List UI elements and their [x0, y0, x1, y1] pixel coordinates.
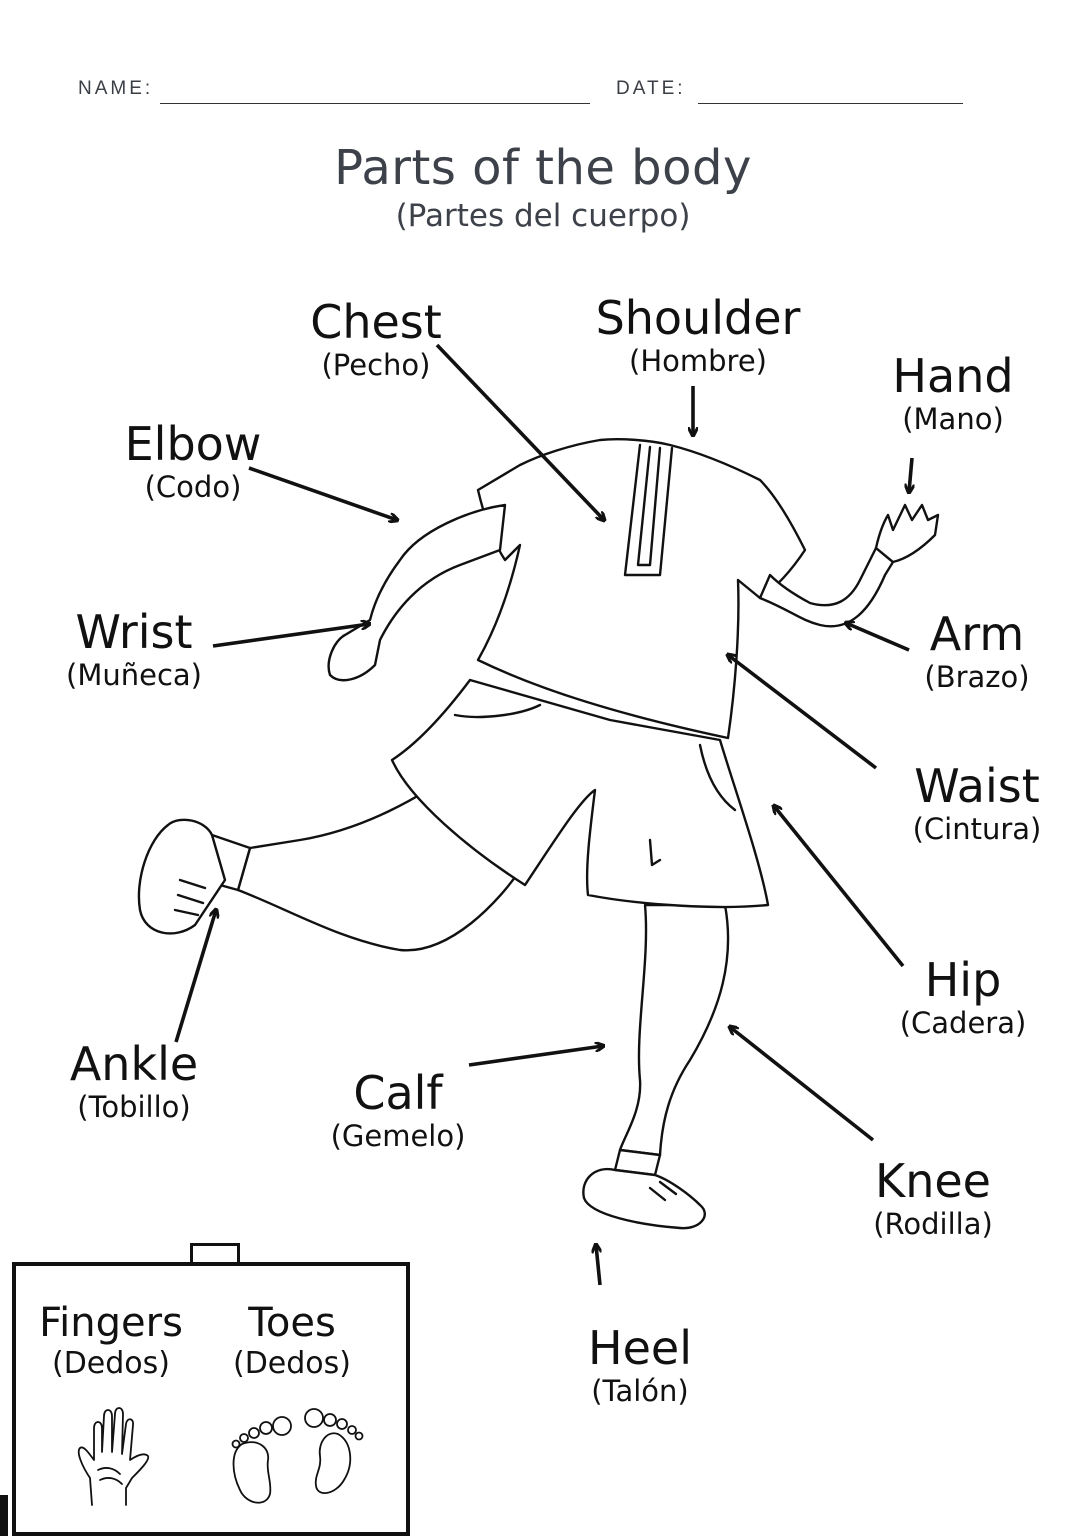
label-waist: Waist (Cintura) — [913, 760, 1042, 846]
label-knee-es: (Rodilla) — [873, 1207, 993, 1241]
board-toes-label: Toes (Dedos) — [233, 1300, 351, 1382]
label-wrist-es: (Muñeca) — [66, 658, 202, 692]
label-hip-es: (Cadera) — [899, 1006, 1027, 1040]
label-hip: Hip (Cadera) — [900, 954, 1027, 1040]
label-chest-en: Chest — [310, 295, 442, 349]
label-chest: Chest (Pecho) — [310, 296, 442, 382]
fingers-toes-board — [12, 1262, 410, 1536]
label-shoulder-en: Shoulder — [595, 291, 801, 345]
date-label: DATE: — [616, 78, 686, 99]
label-heel-en: Heel — [588, 1321, 692, 1375]
label-hand-es: (Mano) — [902, 402, 1004, 436]
hand-icon — [77, 1407, 150, 1506]
label-calf-es: (Gemelo) — [330, 1119, 466, 1153]
label-hand-en: Hand — [892, 349, 1014, 403]
label-arm-en: Arm — [929, 607, 1025, 661]
label-elbow: Elbow (Codo) — [125, 418, 262, 504]
label-heel-es: (Talón) — [591, 1374, 689, 1408]
label-calf-en: Calf — [353, 1066, 443, 1120]
name-label: NAME: — [78, 78, 154, 99]
board-clip — [190, 1243, 240, 1266]
label-wrist-en: Wrist — [75, 605, 193, 659]
label-ankle-es: (Tobillo) — [77, 1090, 191, 1124]
board-toes-en: Toes — [248, 1300, 336, 1346]
date-field[interactable] — [698, 103, 963, 104]
board-fingers-es: (Dedos) — [51, 1346, 170, 1381]
label-elbow-en: Elbow — [124, 417, 262, 471]
board-fingers-label: Fingers (Dedos) — [39, 1300, 183, 1382]
label-waist-es: (Cintura) — [912, 812, 1042, 846]
label-shoulder: Shoulder (Hombre) — [596, 292, 801, 378]
label-heel: Heel (Talón) — [588, 1322, 692, 1408]
footprints-icon — [231, 1408, 364, 1504]
label-ankle: Ankle (Tobillo) — [70, 1038, 198, 1124]
board-leg — [0, 1495, 8, 1536]
label-knee-en: Knee — [875, 1154, 991, 1208]
board-toes-es: (Dedos) — [233, 1346, 351, 1381]
label-calf: Calf (Gemelo) — [331, 1067, 466, 1153]
label-ankle-en: Ankle — [69, 1037, 199, 1091]
label-hip-en: Hip — [924, 953, 1002, 1007]
name-field[interactable] — [160, 103, 590, 104]
label-arm: Arm (Brazo) — [924, 608, 1029, 694]
label-waist-en: Waist — [914, 759, 1040, 813]
page-subtitle: (Partes del cuerpo) — [395, 198, 691, 234]
label-wrist: Wrist (Muñeca) — [66, 606, 202, 692]
label-arm-es: (Brazo) — [924, 660, 1030, 694]
board-fingers-en: Fingers — [39, 1300, 183, 1346]
label-hand: Hand (Mano) — [892, 350, 1013, 436]
label-chest-es: (Pecho) — [321, 348, 431, 382]
label-elbow-es: (Codo) — [144, 470, 242, 504]
page-title: Parts of the body — [334, 140, 752, 196]
label-knee: Knee (Rodilla) — [873, 1155, 993, 1241]
label-shoulder-es: (Hombre) — [629, 344, 767, 378]
